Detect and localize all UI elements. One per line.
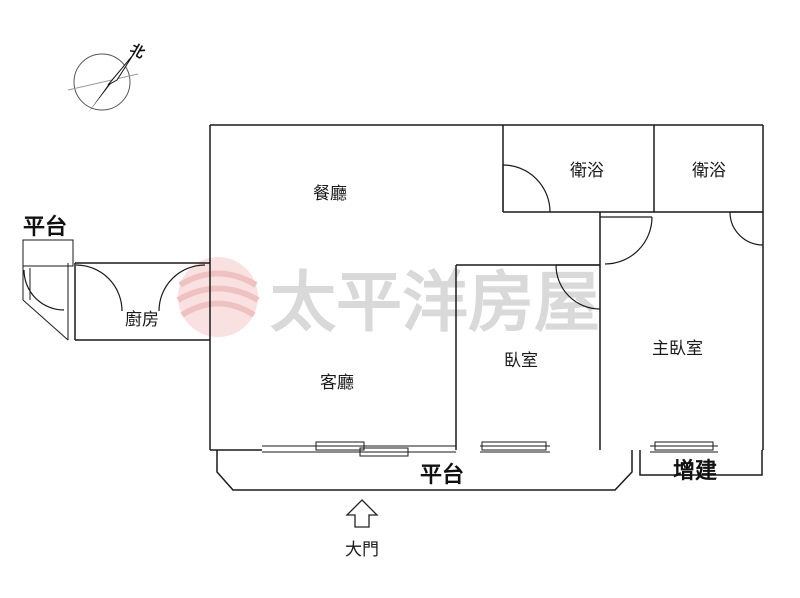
label-extension: 增建 xyxy=(673,458,717,484)
door-swings xyxy=(23,164,764,312)
label-platform-bottom: 平台 xyxy=(420,462,464,488)
room-label-master-bedroom: 主臥室 xyxy=(652,339,703,359)
room-label-living: 客廳 xyxy=(320,373,354,393)
terrace-outline xyxy=(216,450,763,491)
room-label-dining: 餐廳 xyxy=(313,184,347,204)
room-label-bathroom-left: 衛浴 xyxy=(570,161,604,181)
label-platform-left: 平台 xyxy=(23,214,67,240)
windows xyxy=(262,441,718,457)
watermark-text: 太平洋房屋 xyxy=(270,263,600,341)
label-main-door: 大門 xyxy=(345,540,379,560)
room-label-kitchen: 廚房 xyxy=(125,309,159,330)
room-label-bathroom-right: 衛浴 xyxy=(692,161,726,181)
watermark-logo xyxy=(176,257,260,337)
compass-icon: 北 xyxy=(67,41,147,113)
entrance-arrow-icon xyxy=(345,499,379,528)
compass-north-label: 北 xyxy=(127,41,147,62)
room-label-bedroom: 臥室 xyxy=(504,351,538,371)
